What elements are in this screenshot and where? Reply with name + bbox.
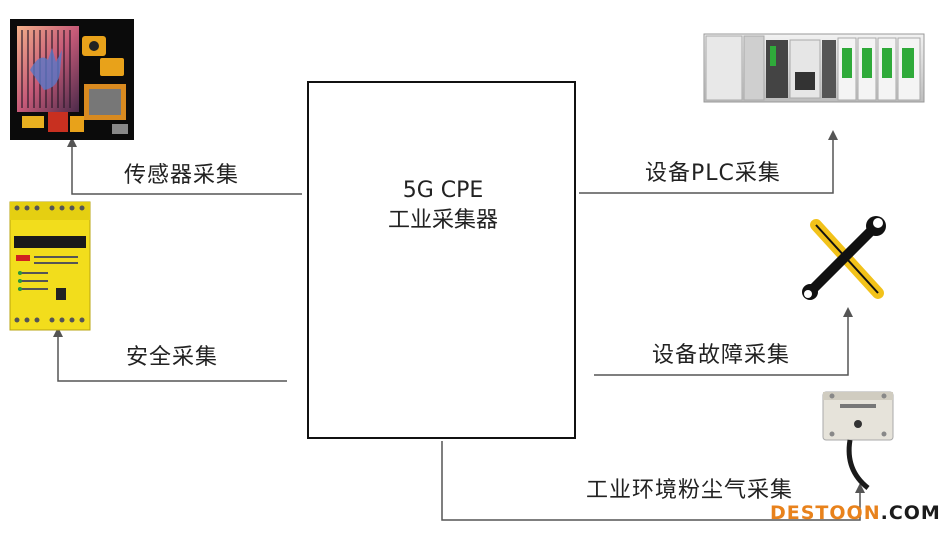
center-title-line2: 工业采集器 <box>387 208 498 233</box>
label-safety: 安全采集 <box>126 345 219 370</box>
plc-image <box>703 33 925 103</box>
dust-sensor-image <box>822 391 894 490</box>
watermark-part2: .COM <box>880 502 941 524</box>
center-device-frame <box>307 81 576 439</box>
center-title-line1: 5G CPE <box>402 178 484 203</box>
connector-fault <box>594 307 853 376</box>
label-dust: 工业环境粉尘气采集 <box>586 478 794 503</box>
connector-safety <box>53 327 287 382</box>
connector-dust <box>441 441 865 521</box>
connector-plc <box>579 130 838 194</box>
label-plc: 设备PLC采集 <box>645 161 781 186</box>
label-fault: 设备故障采集 <box>652 343 791 368</box>
connector-sensor <box>67 137 302 195</box>
watermark-part1: DESTOON <box>770 502 881 524</box>
safety-relay-image <box>9 201 91 331</box>
sensor-image <box>10 19 134 140</box>
label-sensor: 传感器采集 <box>124 163 240 188</box>
watermark-logo: DESTOON.COM <box>770 502 941 524</box>
tools-icon <box>802 216 886 300</box>
center-device-title: 5G CPE 工业采集器 <box>348 176 538 236</box>
